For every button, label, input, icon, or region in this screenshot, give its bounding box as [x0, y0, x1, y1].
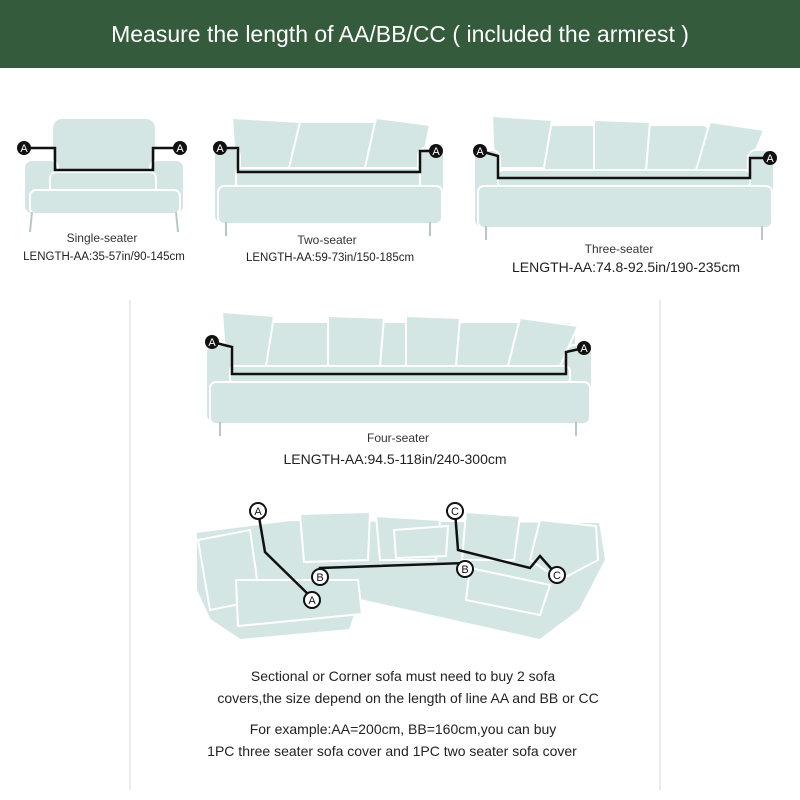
two-seater-label: Two-seater [297, 233, 357, 247]
marker-a-sectional-bottom: A [303, 591, 321, 609]
marker-c-sectional-bottom: C [548, 566, 566, 584]
four-seater-label: Four-seater [366, 431, 430, 445]
three-seater-label: Three-seater [584, 242, 654, 256]
svg-text:A: A [580, 343, 588, 355]
marker-a-two-left: A [213, 141, 227, 155]
marker-a-single-left: A [17, 141, 31, 155]
svg-text:C: C [553, 570, 561, 582]
svg-text:A: A [254, 506, 262, 518]
single-seater-label: Single-seater [66, 231, 138, 245]
marker-a-sectional-top: A [249, 502, 267, 520]
two-seater-length: LENGTH-AA:59-73in/150-185cm [245, 252, 415, 264]
marker-a-two-right: A [429, 144, 443, 158]
sectional-measure-line-cc [453, 510, 557, 575]
three-measure-line [479, 149, 770, 180]
example-note-line2: 1PC three seater sofa cover and 1PC two … [207, 743, 577, 759]
marker-a-four-right: A [577, 341, 591, 355]
svg-text:A: A [432, 146, 440, 158]
svg-text:B: B [316, 572, 323, 584]
sectional-note-line1: Sectional or Corner sofa must need to bu… [250, 668, 556, 684]
marker-a-four-left: A [205, 335, 219, 349]
three-seater-sofa [473, 114, 775, 229]
sectional-note-line2: covers,the size depend on the length of … [217, 690, 599, 706]
three-seater-length: LENGTH-AA:74.8-92.5in/190-235cm [512, 259, 740, 275]
four-measure-line [211, 340, 585, 376]
marker-b-sectional-left: B [311, 568, 329, 586]
svg-text:C: C [451, 506, 459, 518]
svg-text:A: A [20, 143, 28, 155]
sectional-measure-line-aa [256, 510, 313, 599]
marker-b-sectional-right: B [456, 560, 474, 578]
single-seater-length: LENGTH-AA:35-57in/90-145cm [23, 251, 185, 263]
svg-text:A: A [766, 153, 774, 165]
marker-a-single-right: A [173, 141, 187, 155]
svg-text:A: A [216, 143, 224, 155]
marker-a-three-right: A [763, 151, 777, 165]
example-note-line1: For example:AA=200cm, BB=160cm,you can b… [249, 721, 557, 737]
sectional-sofa [195, 510, 608, 642]
marker-a-three-left: A [473, 144, 487, 158]
header-banner: Measure the length of AA/BB/CC ( include… [0, 0, 800, 68]
four-seater-sofa [205, 310, 593, 425]
svg-text:A: A [176, 143, 184, 155]
svg-text:B: B [461, 564, 468, 576]
four-seater-length: LENGTH-AA:94.5-118in/240-300cm [283, 451, 507, 467]
single-seater-sofa [23, 117, 185, 215]
svg-text:A: A [308, 595, 316, 607]
header-title: Measure the length of AA/BB/CC ( include… [111, 20, 689, 47]
marker-c-sectional-top: C [446, 502, 464, 520]
single-measure-line [24, 146, 180, 172]
two-measure-line [220, 146, 436, 174]
svg-text:A: A [208, 337, 216, 349]
svg-text:A: A [476, 146, 484, 158]
